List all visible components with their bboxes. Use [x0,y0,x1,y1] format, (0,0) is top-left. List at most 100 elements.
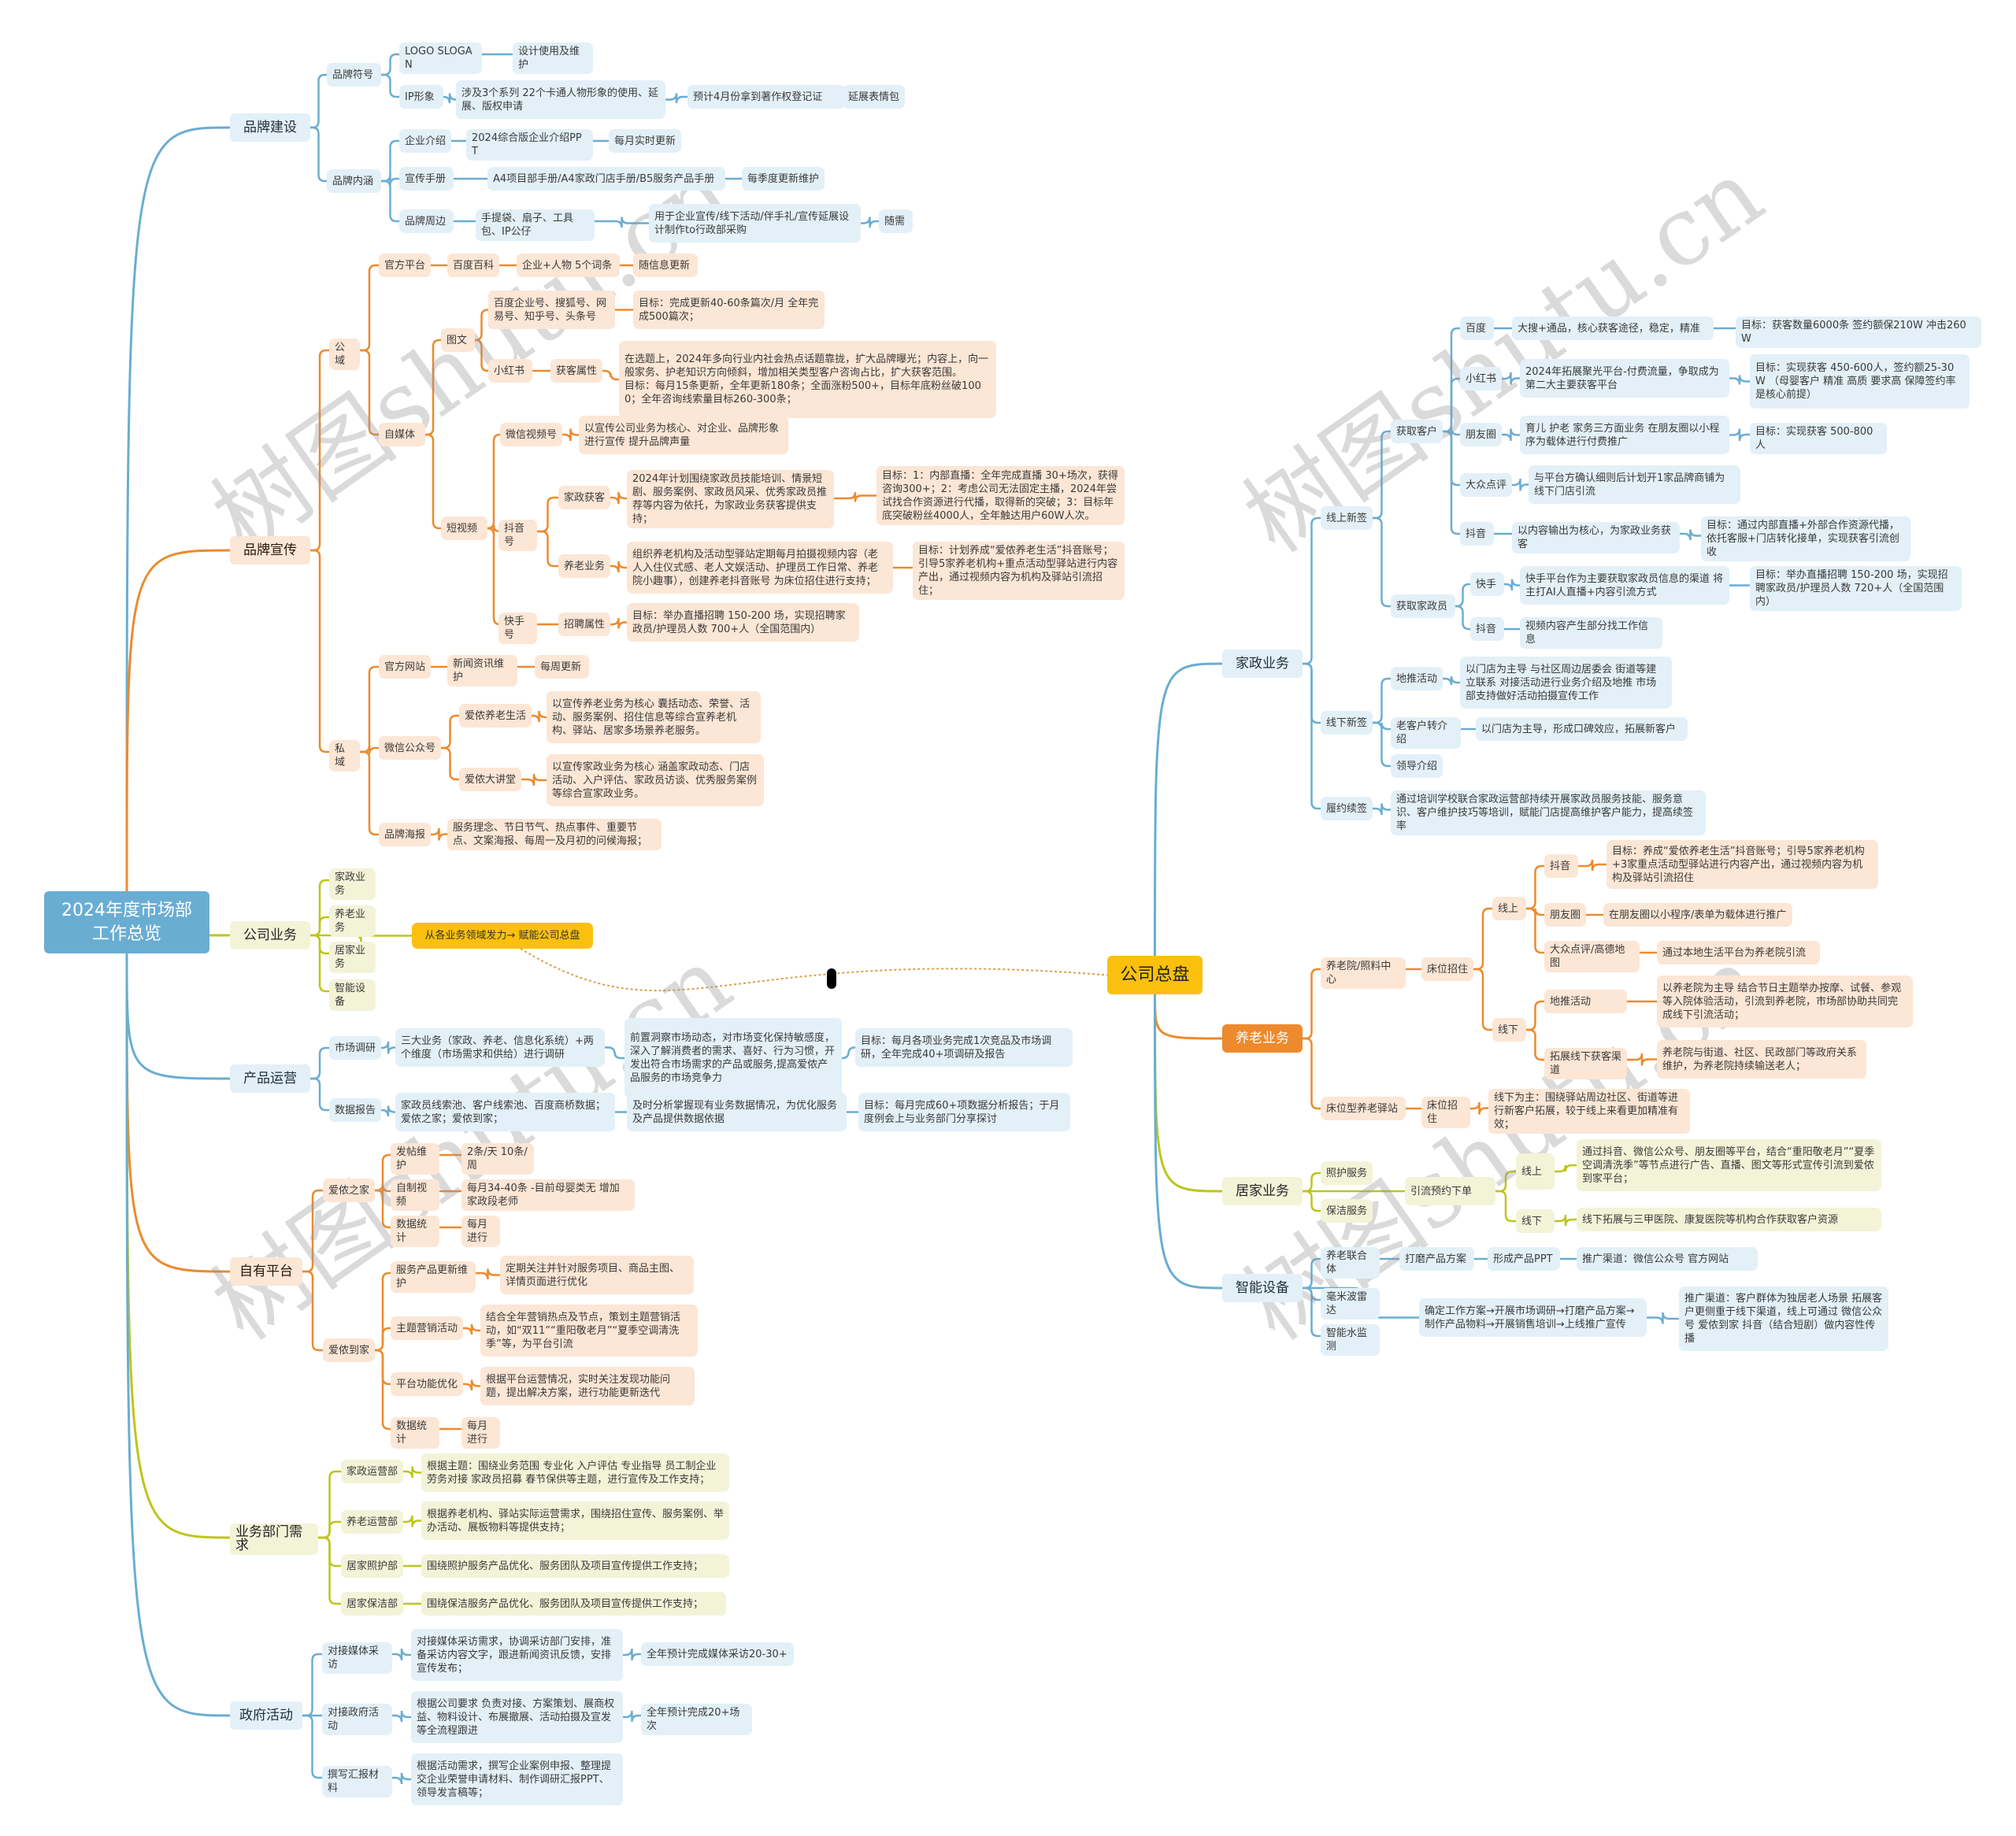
topic-poster[interactable]: 品牌海报 [379,823,431,846]
topic-r-leader[interactable]: 领导介绍 [1391,754,1443,778]
topic-baike-items[interactable]: 企业+人物 5个词条 [517,254,620,277]
topic-intro[interactable]: 企业介绍 [399,129,451,153]
topic-dy-house[interactable]: 家政获客 [558,486,610,509]
topic-r-union-ppt[interactable]: 形成产品PPT [1488,1247,1560,1271]
topic-short-video[interactable]: 短视频 [441,516,487,540]
topic-research-scope[interactable]: 三大业务（家政、养老、信息化系统）+两个维度（市场需求和供给）进行调研 [395,1028,605,1067]
topic-r-xhs[interactable]: 小红书 [1460,367,1502,391]
topic-r-baidu[interactable]: 百度 [1460,316,1494,340]
topic-intro-upd[interactable]: 每月实时更新 [609,129,681,153]
main-branch-r-house[interactable]: 家政业务 [1222,650,1303,678]
topic-r-bed1[interactable]: 床位招住 [1421,957,1473,981]
topic-r-ks-desc[interactable]: 快手平台作为主要获取家政员信息的渠道 将主打AI人直播+内容引流方式 [1520,566,1729,605]
topic-d-elder-desc[interactable]: 根据养老机构、驿站实际运营需求，围绕招住宣传、服务案例、举办活动、展板物料等提供… [421,1501,729,1540]
topic-r-moments-goal[interactable]: 目标：实现获客 500-800人 [1750,423,1887,454]
topic-r-bed2[interactable]: 床位招住 [1421,1097,1470,1128]
topic-ip[interactable]: IP形象 [399,85,443,109]
main-branch-product-ops[interactable]: 产品运营 [230,1064,310,1093]
topic-r-e-channel[interactable]: 拓展线下获客渠道 [1544,1048,1627,1079]
topic-g-report-desc[interactable]: 根据活动需求，撰写企业案例申报、整理提交企业荣誉申请材料、制作调研汇报PPT、领… [411,1753,623,1805]
topic-r-clean[interactable]: 保洁服务 [1321,1199,1373,1223]
topic-r-water[interactable]: 智能水监测 [1321,1324,1380,1356]
topic-r-offline[interactable]: 线下新签 [1321,711,1373,735]
topic-svc-update[interactable]: 服务产品更新维护 [391,1261,476,1293]
topic-ks-attr[interactable]: 招聘属性 [558,613,610,636]
topic-official[interactable]: 官方平台 [379,254,431,277]
topic-merch-items[interactable]: 手提袋、扇子、工具包、IP公仔 [476,209,595,241]
topic-dy-house-goal[interactable]: 目标：1：内部直播：全年完成直播 30+场次，获得咨询300+；2：考虑公司无法… [876,466,1125,525]
topic-r-e-moments[interactable]: 朋友圈 [1544,903,1586,927]
topic-logo-use[interactable]: 设计使用及维护 [513,43,593,74]
topic-ainong-lecture[interactable]: 爱侬大讲堂 [459,768,521,791]
topic-self-video-desc[interactable]: 每月34-40条 -目前母婴类无 增加家政段老师 [461,1179,635,1211]
topic-r-e-channel-desc[interactable]: 养老院与街道、社区、民政部门等政府关系维护，为养老院持续输送老人； [1657,1040,1866,1079]
topic-ainong-daojia[interactable]: 爱侬到家 [323,1338,375,1362]
topic-svc-update-desc[interactable]: 定期关注并针对服务项目、商品主图、详情页面进行优化 [500,1256,694,1294]
main-branch-brand-build[interactable]: 品牌建设 [230,113,310,142]
topic-accounts[interactable]: 百度企业号、搜狐号、网易号、知乎号、头条号 [488,291,615,329]
topic-research-why[interactable]: 前置洞察市场动态，对市场变化保持敏感度，深入了解消费者的需求、喜好、行为习惯，开… [624,1018,842,1098]
topic-ks-goal[interactable]: 目标：举办直播招聘 150-200 场，实现招聘家政员/护理员人数 700+人（… [627,603,859,642]
topic-r-referral-desc[interactable]: 以门店为主导，形成口碑效应，拓展新客户 [1476,717,1688,741]
topic-brand-symbol[interactable]: 品牌符号 [327,63,381,87]
topic-r-xhs-desc[interactable]: 2024年拓展聚光平台-付费流量，争取成为第二大主要获客平台 [1520,359,1729,398]
topic-post-freq[interactable]: 2条/天 10条/周 [461,1143,534,1175]
topic-dy-elder-goal[interactable]: 目标：计划养成“爱侬养老生活”抖音账号；引导5家养老机构+重点活动型驿站进行内容… [913,542,1125,600]
main-branch-gov[interactable]: 政府活动 [230,1701,302,1730]
topic-xhs-attr[interactable]: 获客属性 [550,359,602,383]
topic-r-moments-desc[interactable]: 育儿 护老 家务三方面业务 在朋友圈以小程序为载体进行付费推广 [1520,416,1729,454]
topic-r-dianping-desc[interactable]: 与平台方确认细则后计划开1家品牌商铺为线下门店引流 [1529,465,1740,504]
topic-g-act-goal[interactable]: 全年预计完成20+场次 [641,1704,752,1735]
topic-r-baidu-desc[interactable]: 大搜+通品，核心获客途径，稳定，精准 [1512,316,1714,340]
topic-theme-desc[interactable]: 结合全年营销热点及节点，策划主题营销活动，如“双11”“重阳敬老月”“夏季空调清… [480,1305,698,1357]
topic-ks-acc[interactable]: 快手号 [498,613,537,644]
topic-r-union[interactable]: 养老联合体 [1321,1247,1380,1279]
topic-data-report[interactable]: 数据报告 [329,1098,381,1122]
topic-r-radar[interactable]: 毫米波雷达 [1321,1288,1380,1320]
topic-research-goal[interactable]: 目标：每月各项业务完成1次竞品及市场调研，全年完成40+项调研及报告 [855,1028,1073,1067]
topic-r-e-moments-desc[interactable]: 在朋友圈以小程序/表单为载体进行推广 [1603,903,1792,927]
topic-baike-upd[interactable]: 随信息更新 [633,254,698,277]
root-topic[interactable]: 2024年度市场部 工作总览 [44,891,209,953]
topic-ainong-elder[interactable]: 爱侬养老生活 [459,704,532,727]
topic-stats2[interactable]: 数据统计 [391,1417,439,1449]
topic-r-getworker[interactable]: 获取家政员 [1391,594,1455,618]
main-branch-brand-promo[interactable]: 品牌宣传 [230,536,310,564]
topic-r-dy2-desc[interactable]: 视频内容产生部分找工作信息 [1520,617,1662,649]
topic-r-h-offline-desc[interactable]: 线下拓展与三甲医院、康复医院等机构合作获取客户资源 [1577,1208,1881,1231]
topic-r-douyin-desc[interactable]: 以内容输出为核心，为家政业务获客 [1512,522,1680,553]
topic-g-act[interactable]: 对接政府活动 [322,1704,392,1735]
topic-graphic[interactable]: 图文 [441,328,475,352]
topic-d-house-desc[interactable]: 根据主题：围绕业务范围 专业化 入户评估 专业指导 员工制企业劳务对接 家政员招… [421,1453,729,1492]
topic-logo[interactable]: LOGO SLOGAN [399,43,482,74]
topic-wx-public[interactable]: 微信公众号 [379,736,441,760]
topic-ainong-home[interactable]: 爱侬之家 [323,1179,375,1202]
topic-dy-elder-desc[interactable]: 组织养老机构及活动型驿站定期每月拍摄视频内容（老人入住仪式感、老人文娱活动、护理… [627,542,893,594]
topic-brand-conn[interactable]: 品牌内涵 [327,169,381,193]
topic-xhs-desc[interactable]: 在选题上，2024年多向行业内社会热点话题靠拢，扩大品牌曝光；内容上，向一般家务… [619,341,996,418]
topic-r-e-ground-desc[interactable]: 以养老院为主导 结合节日主题举办按摩、试餐、参观等入院体验活动，引流到养老院，市… [1657,975,1913,1027]
topic-r-union-channel[interactable]: 推广渠道：微信公众号 官方网站 [1577,1247,1758,1271]
topic-r-flow-channel[interactable]: 推广渠道：客户群体为独居老人场景 拓展客户更侧重于线下渠道，线上可通过 微信公众… [1679,1286,1888,1351]
topic-dy-elder[interactable]: 养老业务 [558,554,610,578]
topic-r-renew-desc[interactable]: 通过培训学校联合家政运营部持续开展家政员服务技能、服务意识、客户维护技巧等培训，… [1391,790,1706,835]
topic-dy-house-desc[interactable]: 2024年计划围绕家政员技能培训、情景短剧、服务案例、家政员风采、优秀家政员推荐… [627,470,834,528]
topic-d-elder[interactable]: 养老运营部 [341,1510,403,1534]
topic-manual-desc[interactable]: A4项目部手册/A4家政门店手册/B5服务产品手册 [487,167,725,191]
main-branch-company-biz[interactable]: 公司业务 [230,921,310,949]
topic-r-order[interactable]: 引流预约下单 [1405,1177,1495,1205]
topic-r-douyin-goal[interactable]: 目标：通过内部直播+外部合作资源代播，依托客服+门店转化接单，实现获客引流创收 [1701,516,1910,561]
topic-baike[interactable]: 百度百科 [447,254,499,277]
main-branch-r-home[interactable]: 居家业务 [1222,1177,1303,1205]
topic-g-media-desc[interactable]: 对接媒体采访需求，协调采访部门安排，准备采访内容文字，跟进新闻资讯反馈，安排宣传… [411,1629,623,1681]
connector-drag-handle[interactable] [827,968,836,989]
topic-wx-video-desc[interactable]: 以宣传公司业务为核心、对企业、品牌形象进行宣传 提升品牌声量 [579,416,788,454]
topic-r-baidu-goal[interactable]: 目标：获客数量6000条 签约额保210W 冲击260W [1736,316,1981,348]
main-branch-own-platform[interactable]: 自有平台 [230,1257,302,1286]
topic-research[interactable]: 市场调研 [329,1036,381,1060]
topic-g-media[interactable]: 对接媒体采访 [322,1642,392,1674]
topic-news-upd[interactable]: 每周更新 [535,655,589,679]
topic-r-referral[interactable]: 老客户转介绍 [1391,717,1461,749]
topic-intro-ppt[interactable]: 2024综合版企业介绍PPT [466,129,593,161]
topic-public[interactable]: 公域 [329,339,360,370]
